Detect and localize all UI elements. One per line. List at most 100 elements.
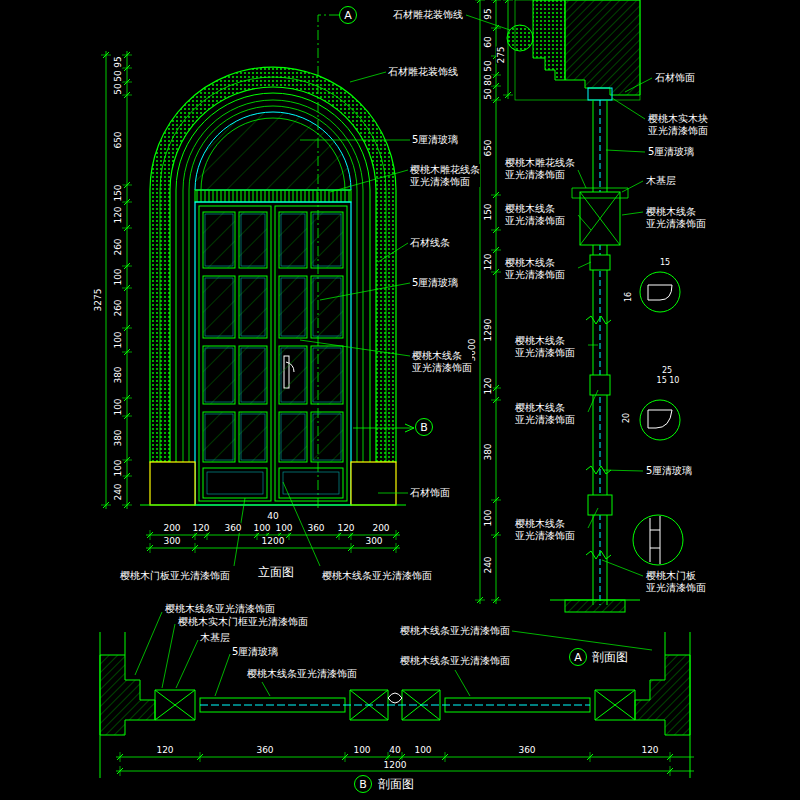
center-moulding (388, 693, 402, 703)
section-line (353, 428, 414, 429)
dimension-text: 1200 (262, 536, 285, 546)
dimension-text: 360 (307, 523, 324, 533)
dimension-text: 360 (518, 745, 535, 755)
leader-line (622, 181, 643, 192)
glass-bead (281, 214, 305, 266)
extension-line (491, 250, 501, 251)
material-note: 5厘清玻璃 (648, 146, 694, 158)
material-note: 樱桃木线条 亚光清漆饰面 (505, 203, 565, 226)
dimension-text: 95 (483, 8, 493, 19)
extension-line (195, 543, 196, 553)
door-leaf (199, 206, 271, 501)
extension-line (491, 500, 501, 501)
extension-line (200, 752, 201, 762)
transom-glass (195, 112, 351, 190)
carved-block (572, 188, 628, 245)
dimension-text: 80 (483, 74, 493, 85)
extension-line (351, 543, 352, 553)
dimension-text: 260 (113, 299, 123, 316)
wall-section (635, 655, 690, 735)
stone-moulding (160, 77, 386, 462)
section-letter: A (344, 10, 352, 21)
leader-line (262, 682, 270, 696)
extension-line (491, 28, 501, 29)
glass-bead (313, 214, 341, 266)
extension-line (491, 600, 501, 601)
moulding-profile (650, 516, 660, 564)
dimension-text: 200 (372, 523, 389, 533)
dimension-line (116, 771, 694, 772)
rail-block (590, 375, 610, 395)
material-note: 石材雕花装饰线 (393, 9, 463, 21)
stone-base (150, 462, 195, 505)
stone-wall-hatch (565, 0, 640, 95)
dimension-text: 120 (337, 523, 354, 533)
material-note: 樱桃木门板亚光清漆饰面 (120, 570, 230, 582)
door-panel (279, 468, 343, 498)
leader-line (350, 72, 386, 82)
leader-line (588, 508, 598, 528)
glass-line (600, 100, 601, 605)
dimension-tick (493, 0, 499, 3)
extension-line (503, 0, 513, 1)
extension-line (122, 288, 132, 289)
dimension-text: 120 (641, 745, 658, 755)
leader-line (578, 262, 591, 268)
extension-line (503, 95, 513, 96)
material-note: 剖面图 (378, 778, 414, 792)
leader-line (602, 560, 643, 576)
glass-pane (203, 346, 235, 404)
extension-line (122, 460, 132, 461)
material-note: 樱桃木线条 亚光清漆饰面 (505, 257, 565, 280)
detail-callout (633, 515, 683, 565)
glass-pane (311, 412, 343, 462)
dimension-text: 120 (192, 523, 209, 533)
extension-line (122, 95, 132, 96)
dimension-text: 100 (113, 398, 123, 415)
moulding-profile (648, 285, 672, 300)
material-note: 樱桃木线条 亚光清漆饰面 (515, 402, 575, 425)
section-letter: B (359, 779, 367, 790)
detail-callout (640, 400, 680, 440)
material-note: 樱桃木线条 亚光清漆饰面 (515, 335, 575, 358)
glass-bead (205, 348, 233, 402)
leader-line (512, 631, 652, 650)
dimension-line (508, 0, 509, 99)
glass-line (200, 705, 590, 706)
extension-line (120, 766, 121, 776)
material-note: 樱桃木雕花线条 亚光清漆饰面 (410, 164, 480, 187)
extension-line (445, 752, 446, 762)
material-note: 樱桃木线条 亚光清漆饰面 (515, 518, 575, 541)
material-note: 剖面图 (592, 651, 628, 665)
dimension-text: 50 (483, 60, 493, 71)
dimension-text: 120 (483, 253, 493, 270)
dimension-text: 150 (113, 184, 123, 201)
glass-bead (241, 214, 265, 266)
extension-line (120, 752, 121, 762)
glass-pane (279, 346, 307, 404)
dimension-text: 1200 (384, 760, 407, 770)
glass-bead (313, 278, 341, 336)
dimension-text: 240 (483, 556, 493, 573)
dimension-line (146, 548, 400, 549)
dimension-text: 100 (113, 459, 123, 476)
glass-pane (279, 212, 307, 268)
dimension-text: 300 (365, 536, 382, 546)
leader-line (300, 340, 410, 356)
glass-bead (281, 278, 305, 336)
glass-pane (279, 276, 307, 338)
extension-line (122, 185, 132, 186)
material-note: 樱桃木线条亚光清漆饰面 (247, 668, 357, 680)
wall-line (665, 632, 666, 655)
leader-line (588, 345, 598, 346)
extension-line (396, 543, 397, 553)
leader-line (330, 170, 408, 192)
door-panel (283, 472, 339, 494)
material-note: 石材饰面 (410, 487, 450, 499)
wall-line (100, 632, 101, 778)
extension-line (345, 752, 346, 762)
section-letter: A (574, 652, 582, 663)
material-note: 樱桃木线条亚光清漆饰面 (322, 570, 432, 582)
material-note: 木基层 (646, 175, 676, 187)
carved-rail (195, 190, 351, 202)
